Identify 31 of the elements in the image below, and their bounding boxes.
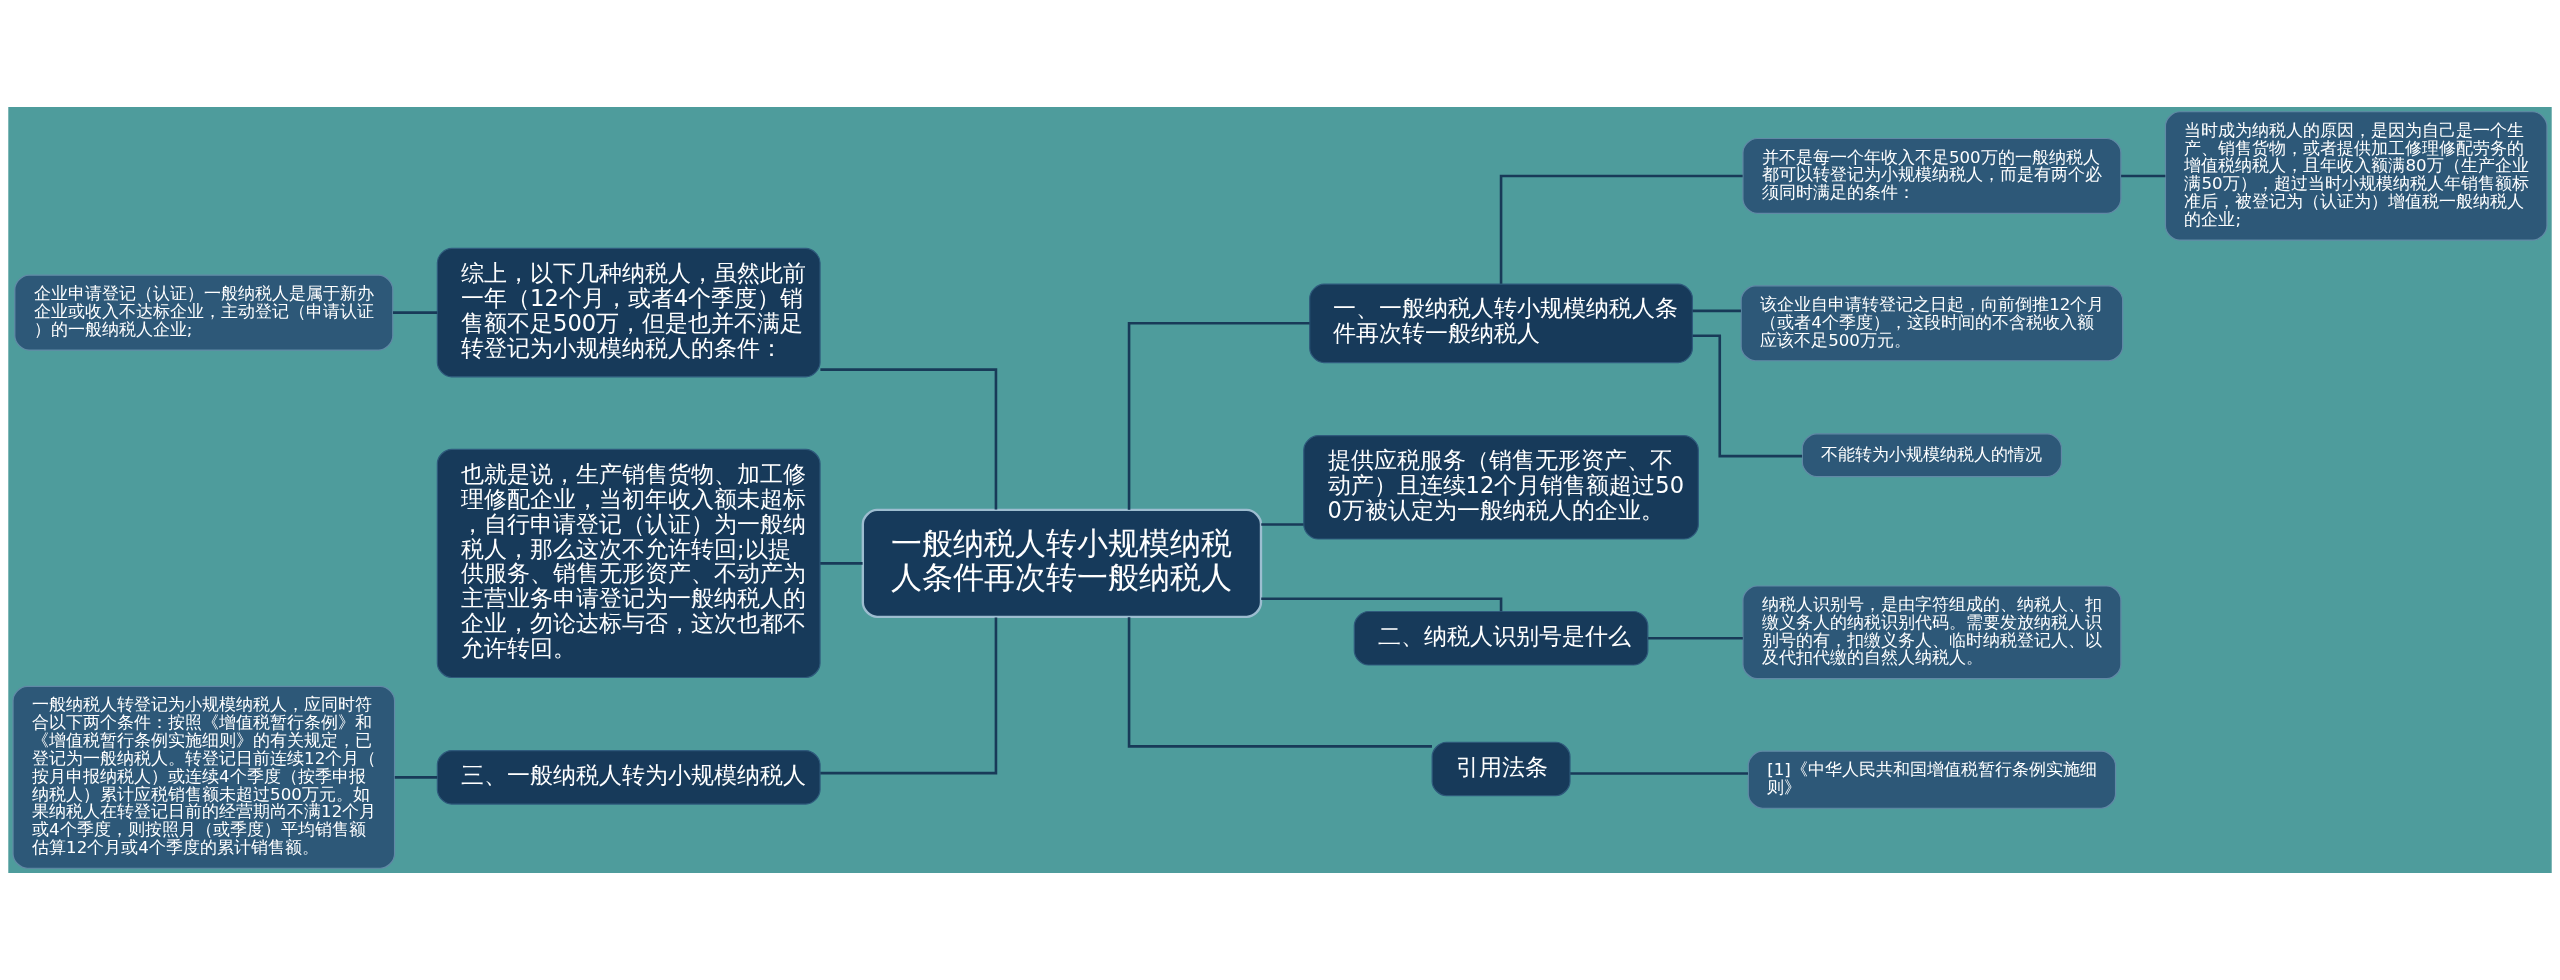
node-box: 一般纳税人转小规模纳税人条件再次转一般纳税人 [861,508,1263,619]
connector [820,368,998,510]
node-box: 纳税人识别号，是由字符组成的、纳税人、扣缴义务人的纳税识别代码。需要发放纳税人识别号的有，扣缴义务人、临时纳税登记人、以及代扣代缴的自然人纳税人。 [1742,585,2122,680]
node-box: 当时成为纳税人的原因，是因为自己是一个生产、销售货物，或者提供加工修理修配劳务的增值税纳税人，且年收入额满80万（生产企业满50万），超过当时小规模纳税人年销售额标准后，被登记为（认证为）增值税一般纳税人的企业; [2164,111,2548,241]
node-box: 二、纳税人识别号是什么 [1353,610,1649,666]
connector [1692,309,1741,313]
connector [1261,523,1304,526]
connector [394,776,438,779]
connector [1127,322,1310,510]
connector [2121,174,2166,178]
node-box: 也就是说，生产销售货物、加工修理修配企业，当初年收入额未超标，自行申请登记（认证）为一般纳税人，那么这次不允许转回;以提供服务、销售无形资产、不动产为主营业务申请登记为一般纳税人的企业，勿论达标与否，这次也都不允许转回。 [436,448,821,679]
connector [820,617,998,775]
node-box: 该企业自申请转登记之日起，向前倒推12个月（或者4个季度），这段时间的不含税收入额应该不足500万元。 [1740,285,2124,362]
node-box: 一、一般纳税人转小规模纳税人条件再次转一般纳税人 [1309,283,1693,364]
node-box: 综上，以下几种纳税人，虽然此前一年（12个月，或者4个季度）销售额不足500万，但是也并不满足转登记为小规模纳税人的条件： [436,247,821,378]
connector [1499,174,1743,284]
node-box: 提供应税服务（销售无形资产、不动产）且连续12个月销售额超过500万被认定为一般纳税人的企业。 [1303,435,1699,540]
node-box: 一般纳税人转登记为小规模纳税人，应同时符合以下两个条件：按照《增值税暂行条例》和《增值税暂行条例实施细则》的有关规定，已登记为一般纳税人。转登记日前连续12个月（按月申报纳税人）或连续4个季度（按季申报纳税人）累计应税销售额未超过500万元。如果纳税人在转登记日前的经营期尚不满12个月或4个季度，则按照月（或季度）平均销售额估算12个月或4个季度的累计销售额。 [12,685,396,869]
node-box: 引用法条 [1431,741,1571,797]
node-box: 三、一般纳税人转为小规模纳税人 [436,750,821,805]
connector [1692,334,1803,458]
node-box: 不能转为小规模纳税人的情况 [1801,433,2063,478]
node-box: 企业申请登记（认证）一般纳税人是属于新办企业或收入不达标企业，主动登记（申请认证）的一般纳税人企业; [14,274,394,351]
node-box: 并不是每一个年收入不足500万的一般纳税人都可以转登记为小规模纳税人，而是有两个必须同时满足的条件： [1742,137,2122,214]
connector [820,562,863,565]
connector [1570,772,1749,775]
connector [1648,636,1743,640]
connector [1127,617,1432,748]
node-box: [1]《中华人民共和国增值税暂行条例实施细则》 [1747,750,2117,809]
connector [392,311,438,314]
connector [1261,597,1503,612]
